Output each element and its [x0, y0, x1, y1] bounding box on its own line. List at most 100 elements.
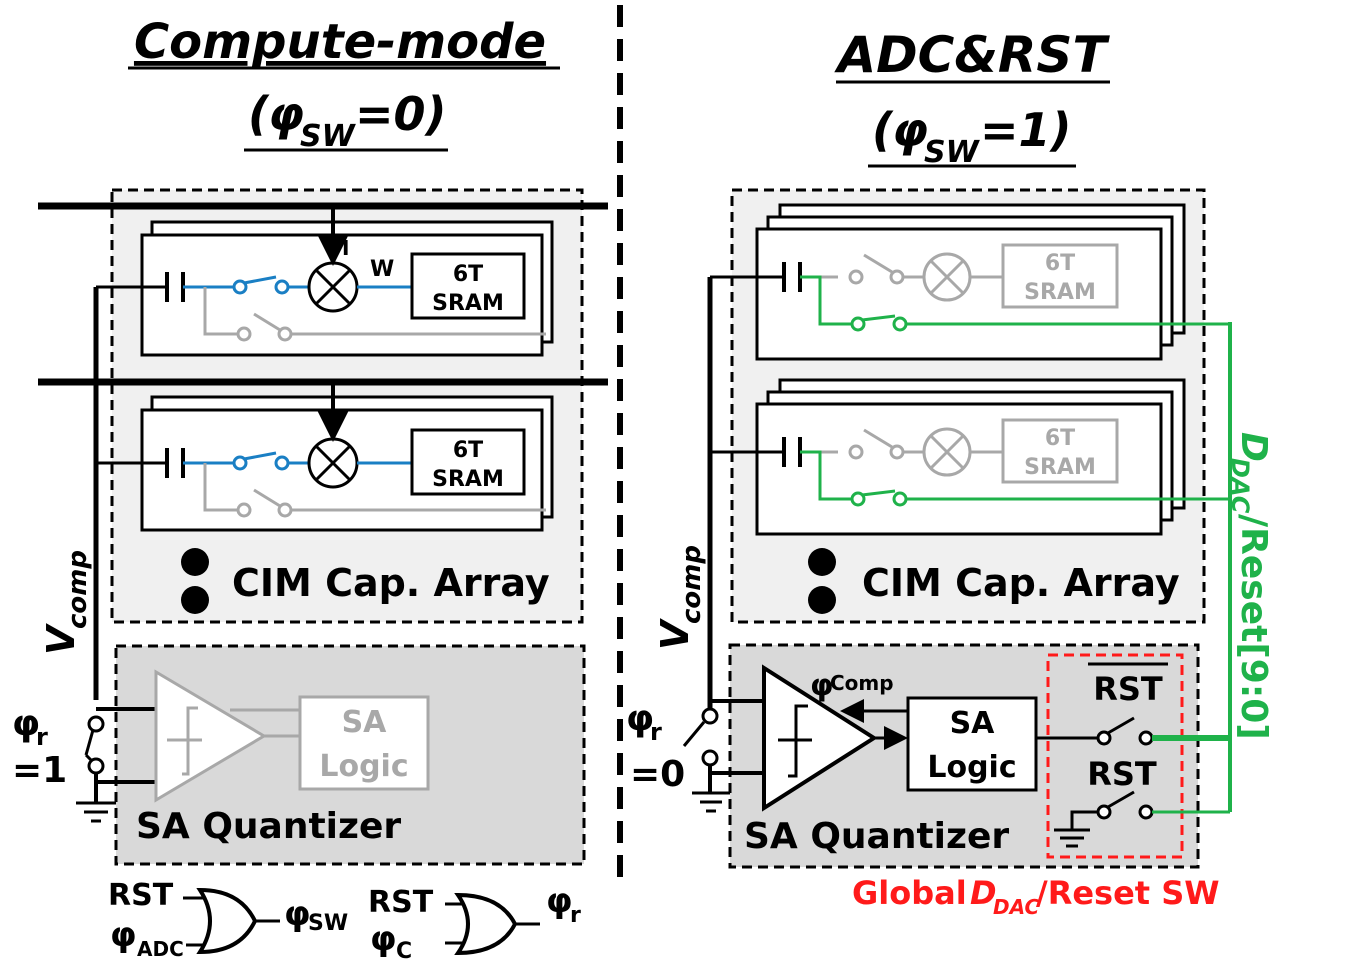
- comparator-icon: [762, 664, 878, 812]
- svg-text:6T: 6T: [453, 262, 483, 287]
- input-label: I: [342, 236, 349, 260]
- svg-text:r: r: [36, 723, 48, 751]
- right-cell-2: 6T SRAM: [710, 378, 1230, 536]
- left-cell-2: 6T SRAM: [96, 382, 554, 532]
- svg-text:/Reset[9:0]: /Reset[9:0]: [1233, 514, 1274, 740]
- left-reset-switch: [84, 715, 105, 803]
- svg-text:(: (: [248, 87, 270, 141]
- left-vcomp-label: V comp: [39, 550, 93, 655]
- svg-text:Logic: Logic: [927, 750, 1016, 785]
- weight-label: W: [370, 257, 394, 282]
- svg-text:=1): =1): [980, 103, 1072, 157]
- svg-text:/Reset SW: /Reset SW: [1036, 874, 1220, 912]
- svg-text:ADC: ADC: [137, 937, 184, 961]
- ground-icon: [76, 801, 116, 823]
- phi-comp-label: φ Comp: [810, 668, 894, 703]
- svg-text:φ: φ: [284, 894, 311, 934]
- logic-gate-phi-sw: RST φ ADC φ SW: [108, 878, 348, 961]
- right-array-label: CIM Cap. Array: [862, 561, 1180, 605]
- right-reset-switch: [682, 707, 719, 793]
- svg-text:SRAM: SRAM: [1024, 455, 1096, 480]
- svg-text:comp: comp: [63, 550, 93, 629]
- right-cell-1: 6T SRAM: [710, 203, 1230, 361]
- left-cell-1: I W 6T SRAM: [96, 206, 554, 357]
- left-title: Compute-mode: [134, 14, 546, 70]
- svg-text:SW: SW: [308, 911, 348, 936]
- svg-text:SA: SA: [950, 706, 996, 741]
- svg-text:Global: Global: [852, 874, 967, 912]
- left-sa-logic: SA Logic: [298, 695, 430, 791]
- left-array-label: CIM Cap. Array: [232, 561, 550, 605]
- multiplier-icon: [922, 252, 972, 302]
- right-sa-logic: SA Logic: [906, 696, 1038, 792]
- svg-text:φ: φ: [268, 87, 304, 141]
- svg-text:Logic: Logic: [319, 749, 408, 784]
- ellipsis-dot: [808, 586, 836, 614]
- multiplier-icon: [307, 261, 359, 313]
- left-condition: ( φ SW =0): [244, 87, 448, 154]
- svg-text:SW: SW: [924, 135, 981, 170]
- comparator-icon: [154, 669, 267, 803]
- ground-icon: [692, 791, 730, 813]
- sram-block: 6T SRAM: [1001, 243, 1119, 309]
- svg-text:6T: 6T: [1045, 426, 1075, 451]
- rst-bar-label: RST: [1093, 670, 1163, 708]
- ellipsis-dot: [181, 586, 209, 614]
- sram-block: 6T SRAM: [410, 252, 526, 320]
- svg-text:comp: comp: [677, 545, 707, 624]
- svg-text:RST: RST: [108, 878, 174, 913]
- rst-switch: [1096, 790, 1154, 820]
- svg-text:r: r: [650, 718, 662, 746]
- global-dac-reset-switch-label: Global D DAC /Reset SW: [852, 874, 1220, 919]
- svg-text:φ: φ: [810, 668, 833, 703]
- svg-text:φ: φ: [626, 698, 654, 739]
- svg-text:SW: SW: [300, 119, 357, 154]
- or-gate-icon: [454, 892, 518, 956]
- svg-text:=0): =0): [355, 87, 447, 141]
- svg-text:(: (: [872, 103, 894, 157]
- rst-bar-switch: [1096, 716, 1154, 746]
- svg-text:DAC: DAC: [993, 895, 1039, 919]
- dac-reset-bus-label: D DAC /Reset[9:0]: [1226, 432, 1274, 740]
- multiplier-icon: [922, 427, 972, 477]
- ellipsis-dot: [181, 548, 209, 576]
- or-gate-icon: [196, 887, 258, 955]
- svg-text:C: C: [396, 939, 412, 963]
- svg-text:φ: φ: [546, 881, 573, 921]
- svg-text:D: D: [1233, 432, 1274, 462]
- multiplier-icon: [307, 437, 359, 489]
- right-condition: ( φ SW =1): [868, 103, 1076, 170]
- svg-text:φ: φ: [892, 103, 928, 157]
- svg-text:D: D: [970, 874, 997, 912]
- ellipsis-dot: [808, 548, 836, 576]
- right-title: ADC&RST: [833, 26, 1110, 84]
- logic-gate-phi-r: RST φ C φ r: [368, 881, 581, 963]
- svg-text:=0: =0: [630, 754, 685, 795]
- left-phi-r-label: φ r =1: [12, 703, 67, 791]
- global-dac-reset-switch-box: [1046, 653, 1184, 859]
- svg-text:SRAM: SRAM: [1024, 280, 1096, 305]
- svg-text:6T: 6T: [1045, 251, 1075, 276]
- svg-text:=1: =1: [12, 750, 67, 791]
- svg-text:SRAM: SRAM: [432, 467, 504, 492]
- right-vcomp-label: V comp: [653, 545, 707, 650]
- right-phi-r-label: φ r =0: [626, 698, 685, 795]
- svg-text:φ: φ: [12, 703, 40, 744]
- svg-text:r: r: [570, 903, 581, 928]
- sram-block: 6T SRAM: [1001, 418, 1119, 484]
- svg-text:V: V: [39, 623, 83, 655]
- ground-icon: [1054, 828, 1090, 848]
- svg-text:V: V: [653, 618, 697, 650]
- svg-text:SA: SA: [342, 705, 388, 740]
- svg-text:SRAM: SRAM: [432, 291, 504, 316]
- svg-text:RST: RST: [368, 885, 434, 920]
- svg-text:φ: φ: [110, 915, 137, 955]
- right-quantizer-label: SA Quantizer: [744, 816, 1009, 857]
- left-quantizer-label: SA Quantizer: [136, 806, 401, 847]
- right-panel: ADC&RST ( φ SW =1): [626, 26, 1274, 919]
- sram-block: 6T SRAM: [410, 428, 526, 496]
- svg-text:6T: 6T: [453, 438, 483, 463]
- svg-text:φ: φ: [370, 919, 397, 959]
- rst-label: RST: [1087, 755, 1157, 793]
